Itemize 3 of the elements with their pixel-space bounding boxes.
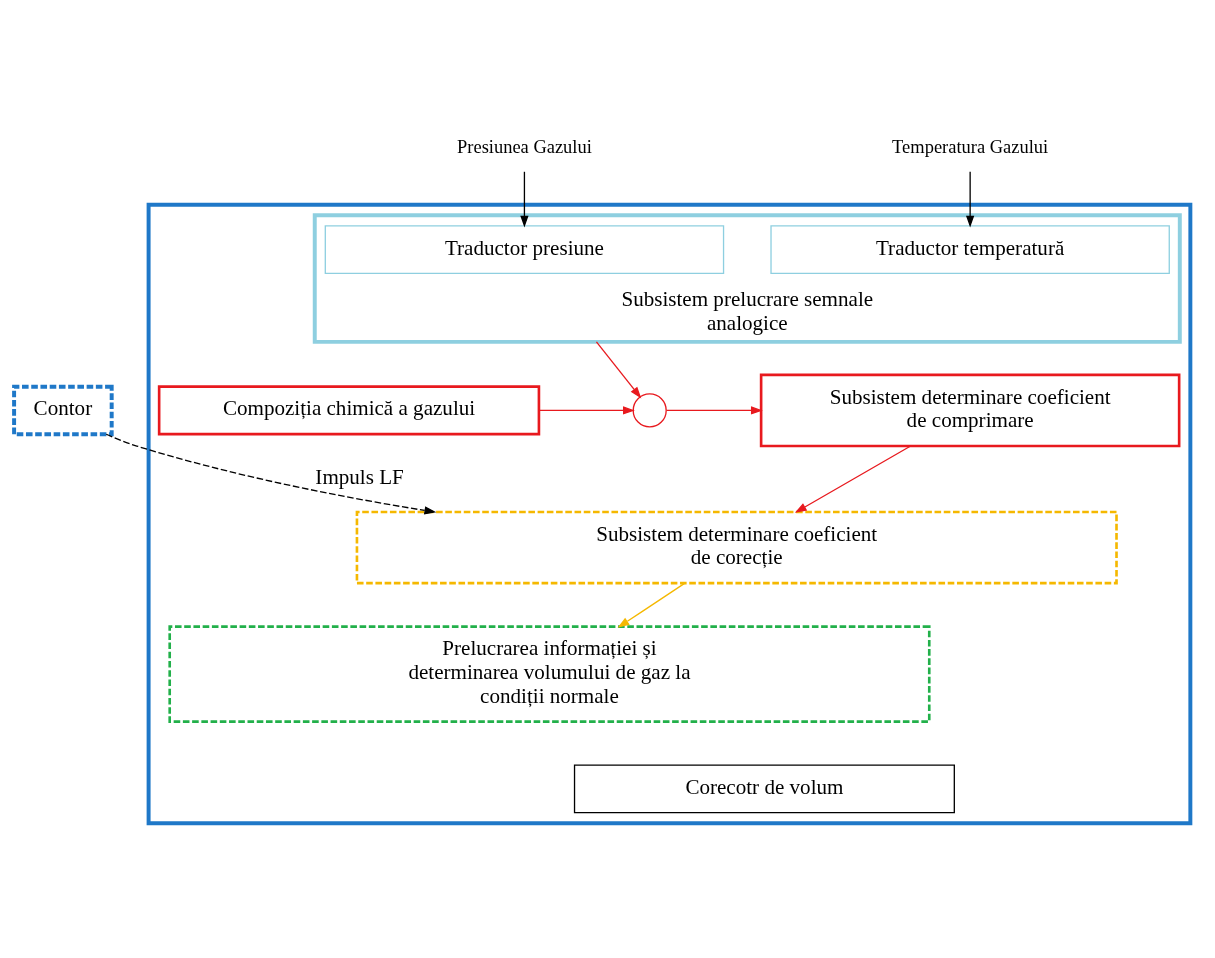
node-text: Presiunea Gazului — [457, 136, 592, 157]
edge-label: Impuls LF — [315, 465, 404, 490]
node-text: Temperatura Gazului — [892, 136, 1049, 157]
